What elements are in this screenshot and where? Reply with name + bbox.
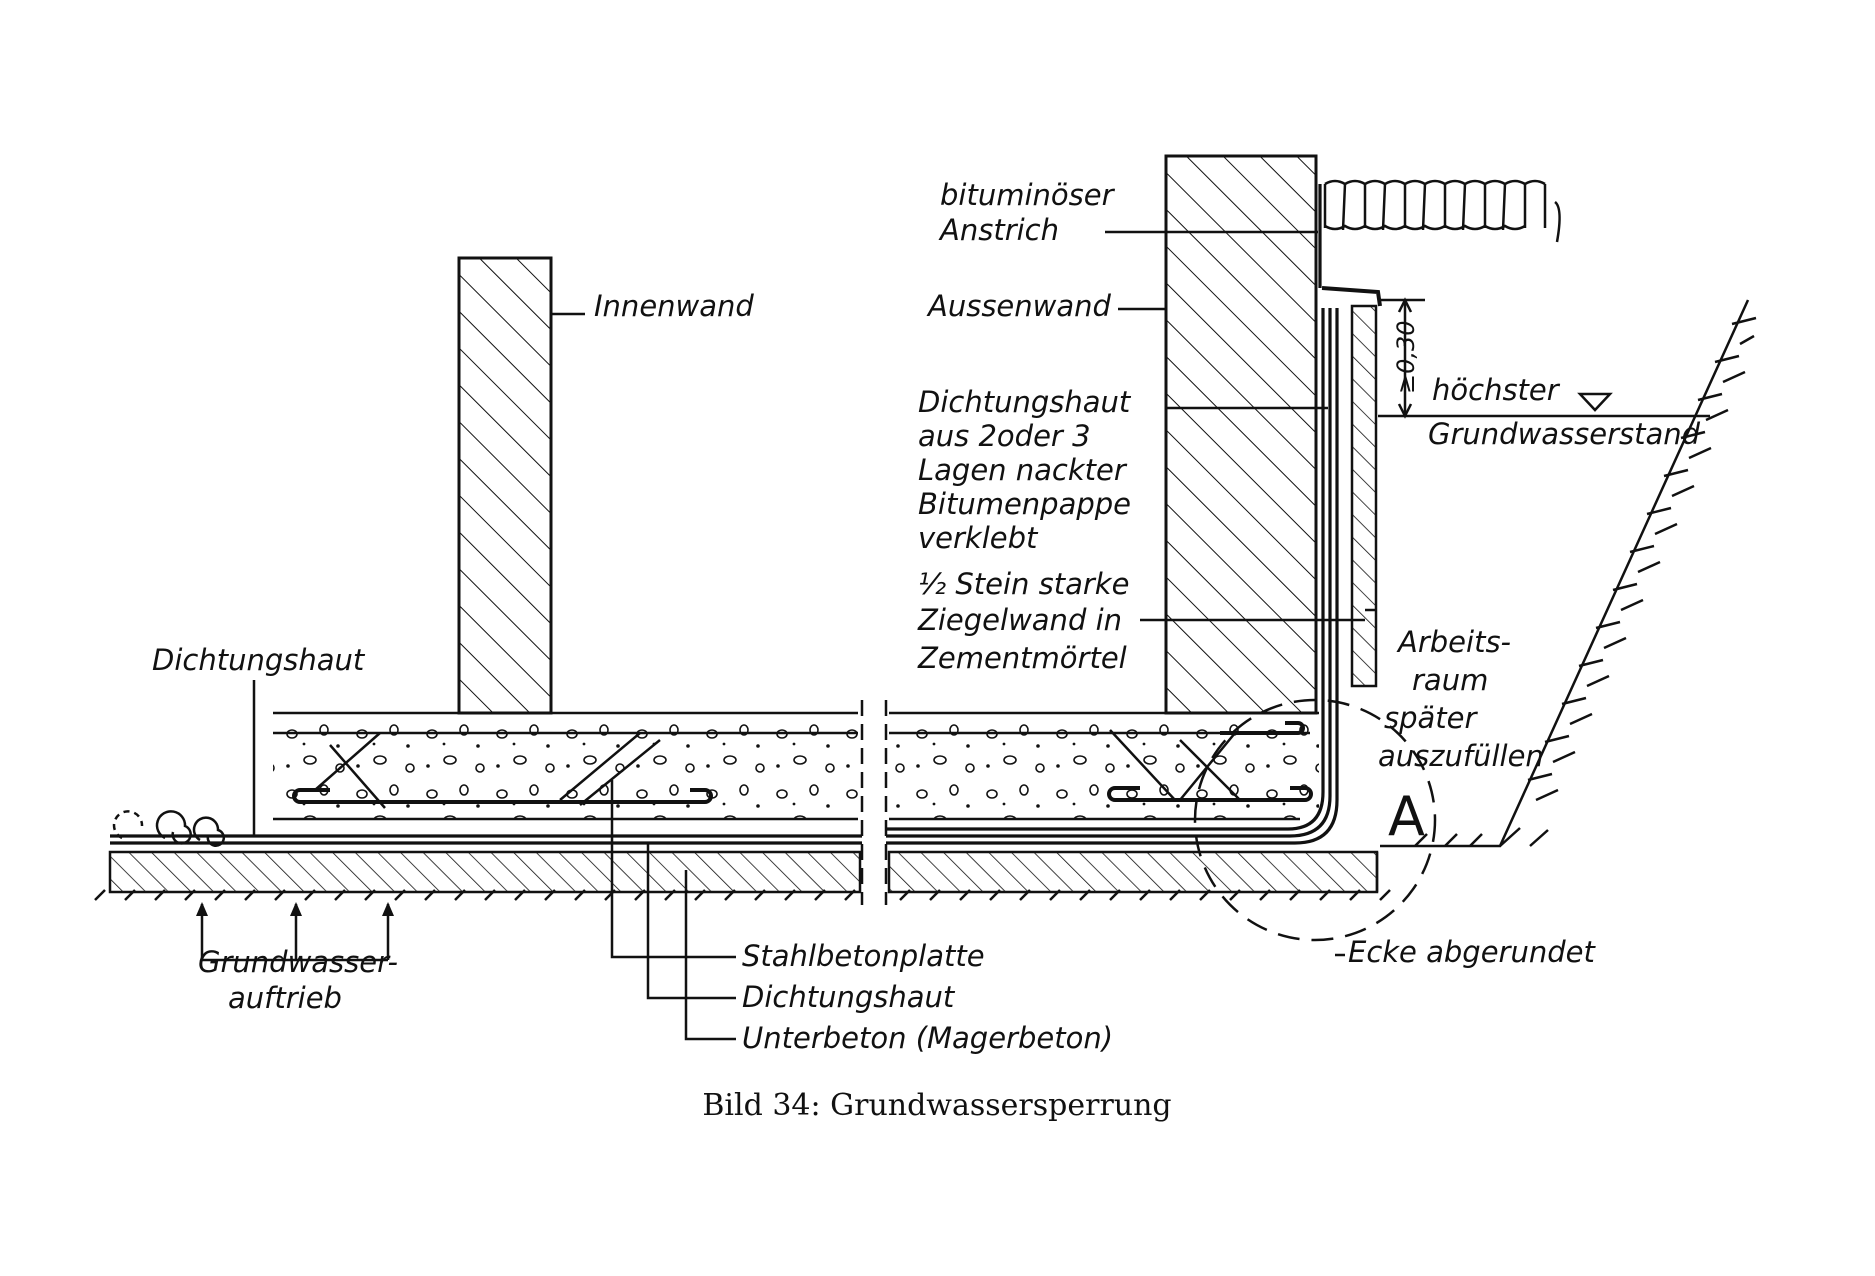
label-ziegelwand-1: ½ Stein starke xyxy=(918,567,1129,601)
label-arbeitsraum-4: auszufüllen xyxy=(1378,739,1544,773)
label-detail-a: A xyxy=(1388,785,1425,848)
label-arbeitsraum-1: Arbeits- xyxy=(1396,625,1511,659)
label-dichtungshaut-wand-1: Dichtungshaut xyxy=(918,385,1132,419)
figure-caption: Bild 34: Grundwassersperrung xyxy=(702,1088,1171,1123)
label-grundwasserauftrieb-2: auftrieb xyxy=(228,981,342,1015)
label-dimension: ≥0,30 xyxy=(1392,320,1420,394)
label-stahlbetonplatte: Stahlbetonplatte xyxy=(742,939,985,973)
label-dichtungshaut-wand-4: Bitumenpappe xyxy=(918,487,1131,521)
label-aussenwand: Aussenwand xyxy=(926,289,1112,323)
groundwater-level-line xyxy=(1378,392,1710,418)
leader-lines xyxy=(252,230,1375,1041)
lean-concrete-base xyxy=(108,850,1379,894)
label-dichtungshaut-wand-3: Lagen nackter xyxy=(918,453,1128,487)
label-dichtungshaut-wand-5: verklebt xyxy=(918,521,1039,555)
label-grundwasserauftrieb-1: Grundwasser- xyxy=(198,945,398,979)
outer-wall xyxy=(1164,154,1318,715)
label-ziegelwand-2: Ziegelwand in xyxy=(917,603,1122,637)
label-ecke-abgerundet: Ecke abgerundet xyxy=(1348,935,1596,969)
soil xyxy=(94,299,1757,901)
reinforced-concrete-slab xyxy=(273,700,1319,905)
label-dichtungshaut-unten: Dichtungshaut xyxy=(742,980,956,1014)
brick-protection-wall xyxy=(1321,286,1382,688)
bitumen-coating-top xyxy=(1318,179,1561,288)
label-grundwasserstand-1: höchster xyxy=(1432,373,1561,407)
waterproof-membrane xyxy=(110,308,1339,847)
label-innenwand: Innenwand xyxy=(594,289,754,323)
label-dichtungshaut-wand-2: aus 2oder 3 xyxy=(918,419,1091,453)
label-bituminoeser-anstrich-1: bituminöser xyxy=(940,178,1116,212)
label-grundwasserstand-2: Grundwasserstand xyxy=(1428,417,1701,451)
dimension-marker xyxy=(1378,297,1425,419)
label-unterbeton: Unterbeton (Magerbeton) xyxy=(742,1021,1113,1055)
label-ziegelwand-3: Zementmörtel xyxy=(917,641,1127,675)
detail-circle xyxy=(1193,698,1437,942)
label-dichtungshaut-links: Dichtungshaut xyxy=(152,643,366,677)
uplift-arrows xyxy=(196,902,394,962)
label-arbeitsraum-3: später xyxy=(1384,701,1479,735)
label-arbeitsraum-2: raum xyxy=(1412,663,1488,697)
label-bituminoeser-anstrich-2: Anstrich xyxy=(938,213,1059,247)
inner-wall xyxy=(457,256,553,715)
